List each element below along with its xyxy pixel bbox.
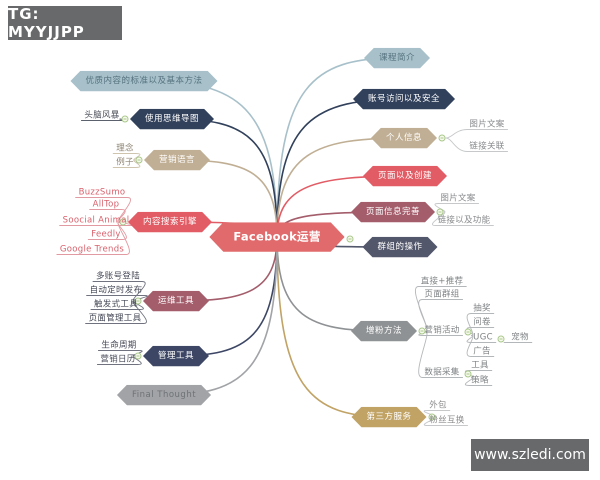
mindmap-leaf: 链接以及功能 [437, 215, 491, 226]
mindmap-branch: 运维工具 [143, 291, 209, 312]
mindmap-leaf: 生命周期 [101, 340, 137, 351]
mindmap-branch: 页面信息完善 [351, 202, 435, 223]
mindmap-leaf: Google Trends [59, 244, 125, 255]
mindmap-leaf: 营销日历 [100, 354, 136, 365]
mindmap-leaf: 图片文案 [440, 193, 476, 204]
mindmap-leaf: 页面群组 [424, 289, 460, 300]
mindmap-leaf: 外包 [429, 400, 447, 411]
mindmap-leaf: 直接+推荐 [420, 276, 464, 287]
telegram-watermark-badge: TG: MYYJJPP [8, 5, 122, 41]
mindmap-branch: 营销语言 [144, 150, 210, 171]
mindmap-branch: 增粉方法 [351, 321, 417, 342]
collapse-icon [418, 327, 426, 335]
mindmap-leaf: 触发式工具 [93, 299, 139, 310]
collapse-icon [497, 335, 505, 343]
mindmap-leaf: 页面管理工具 [88, 313, 142, 324]
mindmap-leaf: 工具 [471, 360, 489, 371]
collapse-icon [438, 134, 446, 142]
collapse-icon [134, 352, 142, 360]
mindmap-branch: 使用思维导图 [130, 109, 214, 130]
collapse-icon [464, 370, 472, 378]
mindmap-leaf: 链接关联 [469, 141, 505, 152]
mindmap-leaf: 问卷 [473, 317, 491, 328]
mindmap-leaf: 例子 [116, 157, 134, 168]
mindmap-leaf: 理念 [116, 143, 134, 154]
mindmap-branch: 管理工具 [143, 346, 209, 367]
mindmap-branch: 账号访问以及安全 [353, 89, 455, 110]
mindmap-branch: 优质内容的标准以及基本方法 [70, 71, 217, 92]
mindmap-leaf: 数据采集 [424, 367, 460, 378]
mindmap-leaf: 营销活动 [424, 325, 460, 336]
mindmap-branch: 课程简介 [364, 48, 430, 69]
mindmap-branch: 第三方服务 [351, 407, 426, 428]
collapse-icon [119, 218, 127, 226]
collapse-icon [464, 328, 472, 336]
mindmap-leaf: 抽奖 [473, 303, 491, 314]
mindmap-root: Facebook运营 [209, 222, 344, 252]
mindmap-leaf: 头脑风暴 [84, 110, 120, 121]
collapse-icon [121, 115, 129, 123]
mindmap-branch: 个人信息 [371, 128, 437, 149]
website-watermark-badge: www.szledi.com [471, 439, 589, 471]
mindmap-leaf: Soocial Animal [62, 215, 130, 226]
mindmap-leaf: 多账号登陆 [95, 271, 141, 282]
mindmap-leaf: 粉丝互换 [429, 415, 465, 426]
mindmap-branch: Final Thought [117, 385, 211, 406]
collapse-icon [134, 297, 142, 305]
mindmap-leaf: 图片文案 [469, 119, 505, 130]
mindmap-leaf: 策略 [471, 375, 489, 386]
mindmap-leaf: 自动定时发布 [89, 285, 143, 296]
mindmap-leaf: AllTop [92, 199, 120, 210]
mindmap-branch: 页面以及创建 [363, 166, 447, 187]
mindmap-leaf: 宠物 [511, 332, 529, 343]
mindmap-branch: 内容搜索引擎 [128, 212, 212, 233]
collapse-icon [436, 208, 444, 216]
mindmap-leaf: Feedly [91, 229, 121, 240]
mindmap-leaf: BuzzSumo [78, 187, 126, 198]
collapse-icon [428, 413, 435, 421]
collapse-icon [346, 235, 354, 243]
mindmap-leaf: 广告 [473, 346, 491, 357]
collapse-icon [135, 156, 143, 164]
mindmap-leaf: UGC [473, 332, 493, 343]
mindmap-branch: 群组的操作 [362, 237, 437, 258]
